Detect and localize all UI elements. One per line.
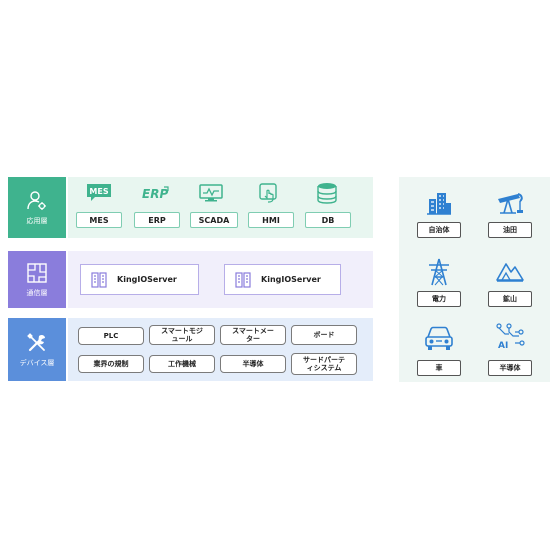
device-item-machine-tool[interactable]: 工作機械	[149, 355, 215, 373]
svg-text:AI: AI	[498, 341, 508, 351]
industry-tag-mining[interactable]: 鉱山	[488, 291, 532, 307]
device-item-smart-meter[interactable]: スマートメー ター	[220, 325, 286, 345]
layer-label-text: 通信層	[26, 288, 48, 297]
device-item-industry-regulation[interactable]: 業界の規制	[78, 355, 144, 373]
industries-panel	[399, 177, 550, 382]
app-item-db[interactable]: DB	[305, 212, 351, 228]
svg-text:MES: MES	[89, 187, 108, 196]
app-item-scada[interactable]: SCADA	[190, 212, 238, 228]
app-item-hmi[interactable]: HMI	[248, 212, 294, 228]
car-icon	[423, 324, 455, 352]
server-label: KingIOServer	[261, 275, 321, 284]
svg-text:ERP: ERP	[142, 187, 168, 201]
server-box-kingioserver[interactable]: KingIOServer	[224, 264, 341, 295]
industry-tag-power[interactable]: 電力	[417, 291, 461, 307]
monitor-chart-icon	[198, 182, 224, 204]
device-item-smart-module[interactable]: スマートモジ ュール	[149, 325, 215, 345]
layer-label-application: 応用層	[8, 177, 66, 238]
city-building-icon	[424, 190, 454, 216]
mes-chat-icon: MES	[86, 182, 112, 204]
ai-chip-icon: AI	[494, 322, 526, 352]
industry-tag-municipality[interactable]: 自治体	[417, 222, 461, 238]
industry-tag-semiconductor[interactable]: 半導体	[488, 360, 532, 376]
industry-tag-oilfield[interactable]: 油田	[488, 222, 532, 238]
device-item-semiconductor[interactable]: 半導体	[220, 355, 286, 373]
database-icon	[314, 182, 340, 204]
device-item-third-party-system[interactable]: サードパーテ ィシステム	[291, 353, 357, 375]
device-item-plc[interactable]: PLC	[78, 327, 144, 345]
layer-label-text: デバイス層	[19, 358, 55, 367]
server-box-kingioserver[interactable]: KingIOServer	[80, 264, 199, 295]
server-icon	[235, 271, 251, 288]
app-item-mes[interactable]: MES	[76, 212, 122, 228]
device-item-board[interactable]: ボード	[291, 325, 357, 345]
layer-label-device: デバイス層	[8, 318, 66, 381]
network-map-icon	[27, 262, 47, 283]
tools-icon	[27, 332, 45, 351]
user-gear-icon	[27, 190, 46, 210]
app-item-erp[interactable]: ERP	[134, 212, 180, 228]
erp-logo-icon: ERP	[140, 182, 170, 204]
industry-tag-car[interactable]: 車	[417, 360, 461, 376]
layer-label-communication: 通信層	[8, 251, 66, 308]
server-icon	[91, 271, 107, 288]
oil-pump-icon	[495, 190, 525, 216]
server-label: KingIOServer	[117, 275, 177, 284]
mountain-icon	[495, 258, 525, 284]
power-tower-icon	[424, 258, 454, 286]
layer-label-text: 応用層	[26, 216, 48, 225]
touch-screen-icon	[256, 182, 282, 204]
